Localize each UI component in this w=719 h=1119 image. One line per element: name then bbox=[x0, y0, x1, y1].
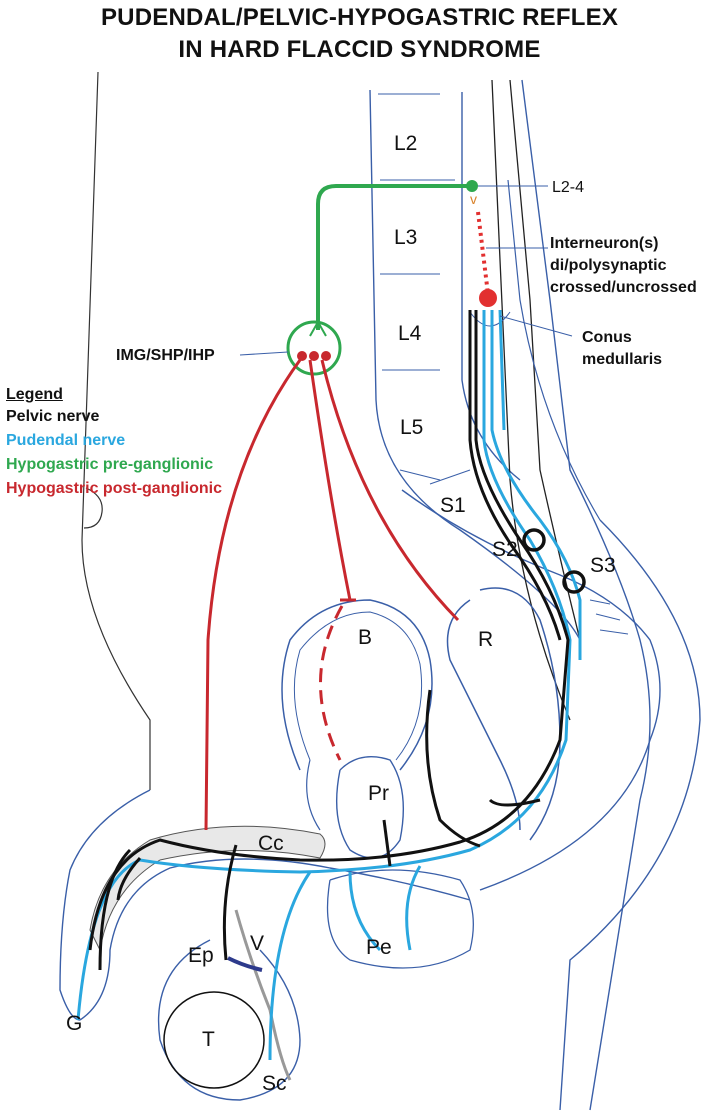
label-testis: T bbox=[202, 1028, 215, 1051]
post-ganglionic-cell-1 bbox=[297, 351, 307, 361]
s3-root-circle bbox=[562, 570, 586, 594]
post-ganglionic-cell-2 bbox=[309, 351, 319, 361]
pelvic-nerve-secondary bbox=[468, 310, 562, 641]
bladder-outline bbox=[281, 599, 433, 771]
pelvic-branch-rectum bbox=[425, 689, 481, 848]
epididymis-marker bbox=[227, 956, 263, 972]
vas-deferens bbox=[234, 909, 292, 1081]
s2-root-circle bbox=[522, 528, 546, 552]
post-ganglionic-cell-3 bbox=[321, 351, 331, 361]
label-bladder: B bbox=[358, 626, 372, 649]
post-fiber-bladder-dashed bbox=[319, 605, 344, 761]
label-glans: G bbox=[66, 1012, 82, 1035]
root-label-s2: S2 bbox=[492, 538, 518, 561]
conus-outline bbox=[469, 311, 511, 327]
label-interneuron-3: crossed/uncrossed bbox=[550, 279, 697, 296]
label-cc: Cc bbox=[258, 832, 284, 855]
pelvic-branch-glans bbox=[98, 848, 132, 971]
vertebral-separators bbox=[378, 93, 629, 635]
pudendal-nerve-secondary bbox=[490, 310, 582, 660]
penis-upper-outline bbox=[59, 789, 151, 1021]
pelvic-branch-prostate bbox=[382, 819, 392, 867]
sacrum-outline bbox=[401, 489, 661, 891]
title-line-1: PUDENDAL/PELVIC-HYPOGASTRIC REFLEX bbox=[100, 4, 619, 31]
vertebra-label-l3: L3 bbox=[394, 226, 417, 249]
pelvic-branch-epididymis bbox=[222, 844, 238, 961]
label-epididymis: Ep bbox=[188, 944, 214, 967]
body-outline bbox=[81, 71, 151, 790]
pudendal-branch-perineum-2 bbox=[405, 865, 422, 951]
corpus-cavernosum bbox=[89, 825, 326, 952]
label-conus-1: Conus bbox=[582, 329, 632, 346]
bladder-inner bbox=[293, 611, 423, 761]
spine-inner-line bbox=[507, 179, 601, 521]
scrotum-outline bbox=[157, 939, 301, 1101]
rectum-outline bbox=[446, 599, 521, 831]
testis bbox=[163, 991, 265, 1089]
title-line-2: IN HARD FLACCID SYNDROME bbox=[178, 36, 541, 63]
interneuron-synapse-marker: v bbox=[470, 191, 477, 207]
legend-pudendal: Pudendal nerve bbox=[6, 432, 126, 449]
post-fiber-to-rectum bbox=[320, 359, 460, 622]
interneuron-cell bbox=[479, 289, 497, 307]
interneuron-fiber bbox=[476, 211, 490, 295]
pudendal-branch-scrotum bbox=[268, 871, 312, 1061]
pudendal-branch-perineum bbox=[348, 871, 382, 952]
annotation-pointers bbox=[239, 185, 573, 356]
label-conus-2: medullaris bbox=[582, 351, 662, 368]
urethra-outline bbox=[306, 759, 321, 831]
label-l2-4: L2-4 bbox=[552, 179, 584, 196]
root-label-s3: S3 bbox=[590, 554, 616, 577]
pelvic-branch-lower bbox=[488, 798, 541, 807]
legend-post-ganglionic: Hypogastric post-ganglionic bbox=[6, 480, 223, 497]
label-interneuron-1: Interneuron(s) bbox=[550, 235, 658, 252]
label-scrotum: Sc bbox=[262, 1072, 287, 1095]
post-fiber-to-bladder bbox=[308, 359, 352, 601]
ganglion-circle bbox=[286, 320, 342, 376]
body-notch bbox=[83, 487, 103, 529]
post-fiber-to-cc bbox=[204, 359, 302, 831]
pudendal-nerve-main bbox=[76, 310, 572, 1021]
pudendal-branch-cord bbox=[498, 309, 506, 431]
label-perineum: Pe bbox=[366, 936, 392, 959]
label-interneuron-2: di/polysynaptic bbox=[550, 257, 667, 274]
legend-heading: Legend bbox=[6, 386, 63, 403]
label-vas: V bbox=[250, 932, 264, 955]
buttock-outline bbox=[559, 519, 701, 1111]
label-prostate: Pr bbox=[368, 782, 389, 805]
pelvic-nerve-main bbox=[88, 310, 570, 951]
pre-ganglionic-cell bbox=[466, 180, 478, 192]
label-rectum: R bbox=[478, 628, 493, 651]
vertebra-label-l4: L4 bbox=[398, 322, 422, 345]
legend-pelvic: Pelvic nerve bbox=[6, 408, 100, 425]
vertebra-label-l2: L2 bbox=[394, 132, 417, 155]
pre-ganglionic-fiber bbox=[316, 184, 472, 330]
spine-posterior-outer bbox=[521, 79, 651, 1111]
spine-posterior-edge bbox=[461, 92, 521, 481]
vertebra-label-l5: L5 bbox=[400, 416, 423, 439]
prostate-outline bbox=[336, 756, 404, 859]
perineum-outline bbox=[326, 869, 474, 969]
legend-pre-ganglionic: Hypogastric pre-ganglionic bbox=[6, 456, 214, 473]
label-ganglion: IMG/SHP/IHP bbox=[116, 347, 215, 364]
rectum-outline-2 bbox=[479, 587, 561, 841]
pelvic-branch-tip bbox=[116, 856, 142, 901]
vertebra-label-s1: S1 bbox=[440, 494, 466, 517]
